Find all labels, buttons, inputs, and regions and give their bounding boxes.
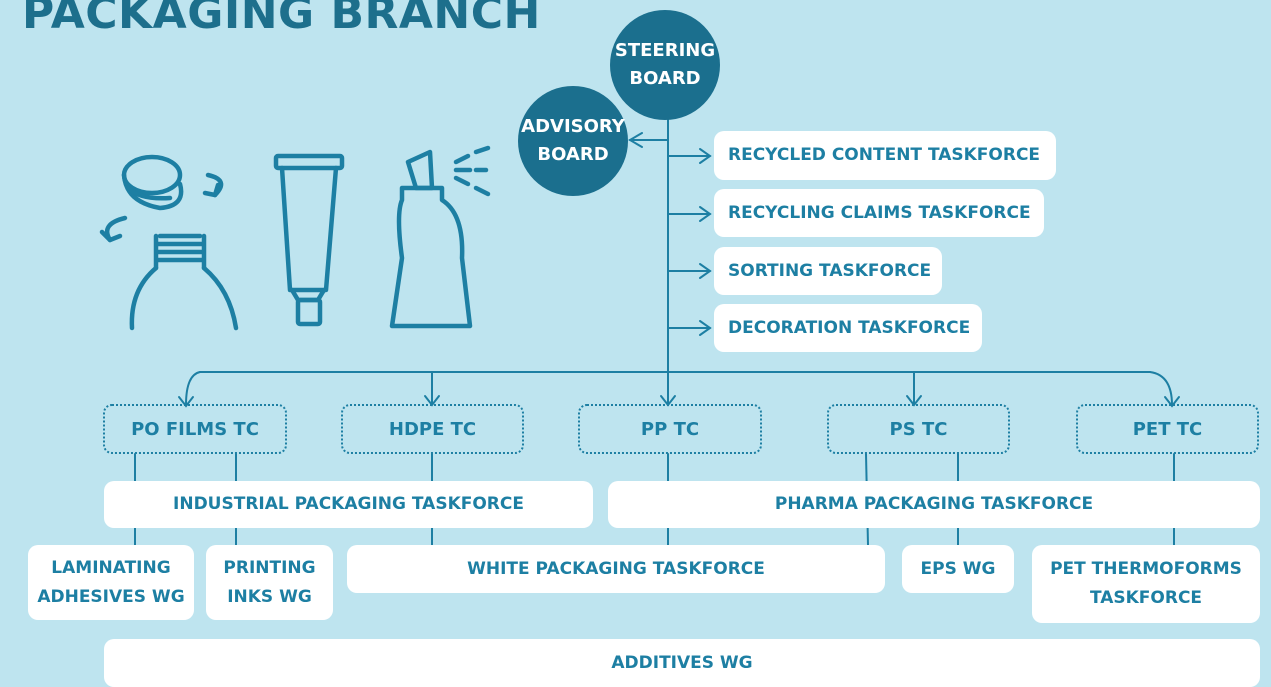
white-packaging-taskforce: WHITE PACKAGING TASKFORCE bbox=[347, 545, 885, 593]
page-title: PACKAGING BRANCH bbox=[22, 0, 541, 39]
ps-tc: PS TC bbox=[827, 404, 1010, 454]
hdpe-tc: HDPE TC bbox=[341, 404, 524, 454]
pp-tc: PP TC bbox=[578, 404, 762, 454]
screw-cap-bottle-icon bbox=[99, 154, 239, 331]
industrial-packaging-taskforce: INDUSTRIAL PACKAGING TASKFORCE bbox=[104, 481, 593, 528]
tube-icon bbox=[273, 153, 345, 327]
pet-thermoforms-taskforce: PET THERMOFORMS TASKFORCE bbox=[1032, 545, 1260, 623]
recycled-content-taskforce: RECYCLED CONTENT TASKFORCE bbox=[714, 131, 1056, 180]
pharma-packaging-taskforce: PHARMA PACKAGING TASKFORCE bbox=[608, 481, 1260, 528]
advisory-board: ADVISORY BOARD bbox=[518, 86, 628, 196]
laminating-adhesives-wg: LAMINATING ADHESIVES WG bbox=[28, 545, 194, 620]
packaging-icons bbox=[99, 145, 491, 331]
eps-wg: EPS WG bbox=[902, 545, 1014, 593]
spray-bottle-icon bbox=[389, 145, 491, 329]
pet-tc: PET TC bbox=[1076, 404, 1259, 454]
additives-wg: ADDITIVES WG bbox=[104, 639, 1260, 687]
steering-board: STEERING BOARD bbox=[610, 10, 720, 120]
sorting-taskforce: SORTING TASKFORCE bbox=[714, 247, 942, 295]
recycling-claims-taskforce: RECYCLING CLAIMS TASKFORCE bbox=[714, 189, 1044, 237]
po-films-tc: PO FILMS TC bbox=[103, 404, 287, 454]
decoration-taskforce: DECORATION TASKFORCE bbox=[714, 304, 982, 352]
printing-inks-wg: PRINTING INKS WG bbox=[206, 545, 333, 620]
